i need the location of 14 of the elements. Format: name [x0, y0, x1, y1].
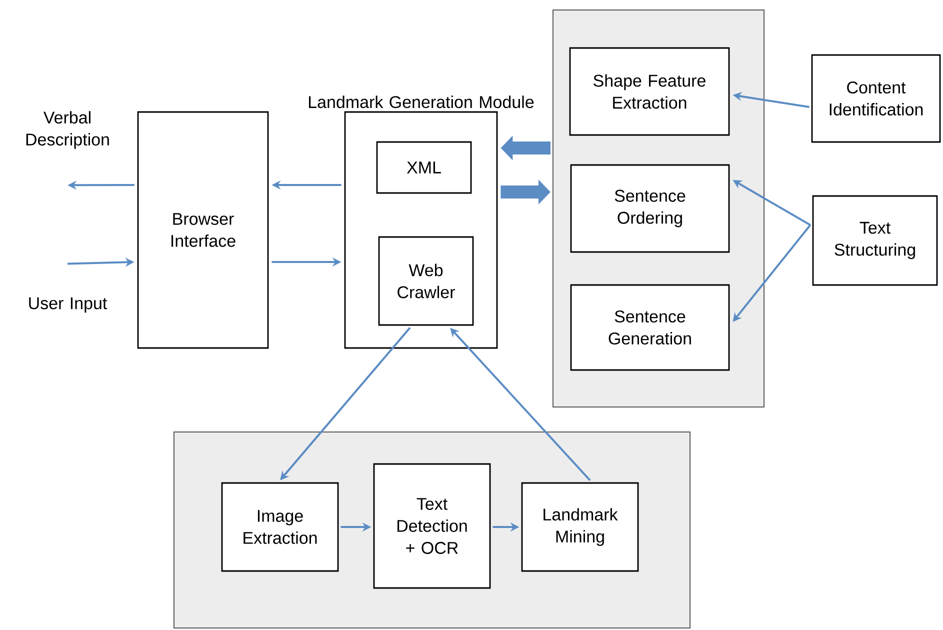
process-box: Text Detection + OCR: [373, 463, 491, 589]
process-box: Image Extraction: [221, 482, 339, 572]
process-box: Browser Interface: [137, 111, 269, 349]
process-box: Sentence Ordering: [570, 164, 730, 253]
process-box: Web Crawler: [378, 236, 474, 326]
process-box: Landmark Mining: [521, 482, 639, 572]
process-box: Sentence Generation: [570, 284, 730, 371]
process-box: XML: [376, 141, 472, 194]
text-label: User Input: [29, 297, 108, 313]
node-label: Landmark Generation Module: [309, 96, 534, 108]
process-box: Shape Feature Extraction: [569, 47, 730, 136]
process-box: Content Identification: [811, 54, 941, 143]
text-label: Verbal Description: [26, 111, 109, 149]
process-box: Text Structuring: [812, 195, 938, 286]
